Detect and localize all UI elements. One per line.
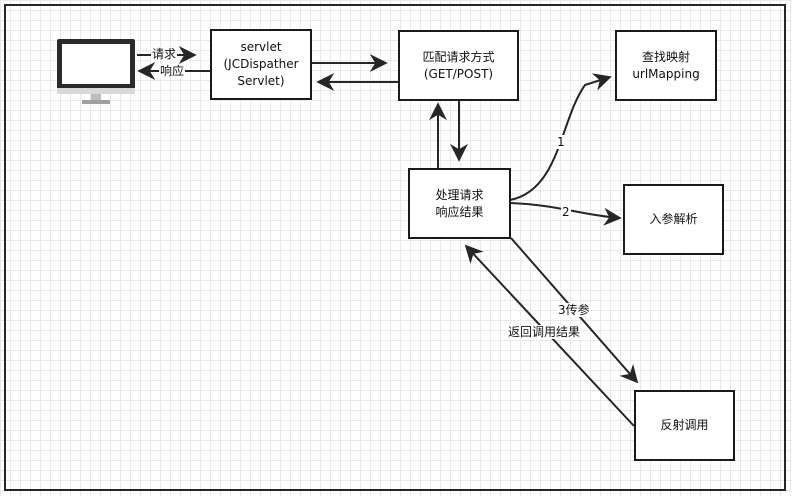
response-label: 响应: [159, 64, 186, 78]
lookup-mapping-box[interactable]: 查找映射 urlMapping: [615, 30, 717, 101]
lookup-line2: urlMapping: [632, 66, 700, 81]
match-method-box[interactable]: 匹配请求方式 (GET/POST): [398, 30, 519, 101]
servlet-line3: Servlet): [237, 74, 285, 88]
edge-label-step2: 2: [561, 205, 571, 219]
process-request-box[interactable]: 处理请求 响应结果: [408, 168, 511, 239]
servlet-box[interactable]: servlet (JCDispather Servlet): [210, 29, 312, 100]
process-line1: 处理请求: [435, 187, 484, 202]
servlet-line1: servlet: [240, 40, 282, 54]
params-line1: 入参解析: [649, 212, 698, 226]
param-parse-box[interactable]: 入参解析: [623, 184, 724, 255]
reflect-line1: 反射调用: [660, 418, 709, 432]
desktop-monitor-icon[interactable]: [56, 38, 136, 106]
process-line2: 响应结果: [435, 204, 484, 219]
match-line1: 匹配请求方式: [422, 49, 495, 64]
lookup-line1: 查找映射: [641, 49, 690, 64]
match-line2: (GET/POST): [423, 66, 494, 81]
edge-label-step3: 3传参: [557, 303, 591, 317]
edge-label-return: 返回调用结果: [507, 325, 582, 339]
servlet-line2: (JCDispather: [223, 57, 299, 71]
reflect-invoke-box[interactable]: 反射调用: [634, 390, 735, 461]
edge-label-step1: 1: [556, 135, 566, 149]
request-label: 请求: [151, 47, 178, 61]
